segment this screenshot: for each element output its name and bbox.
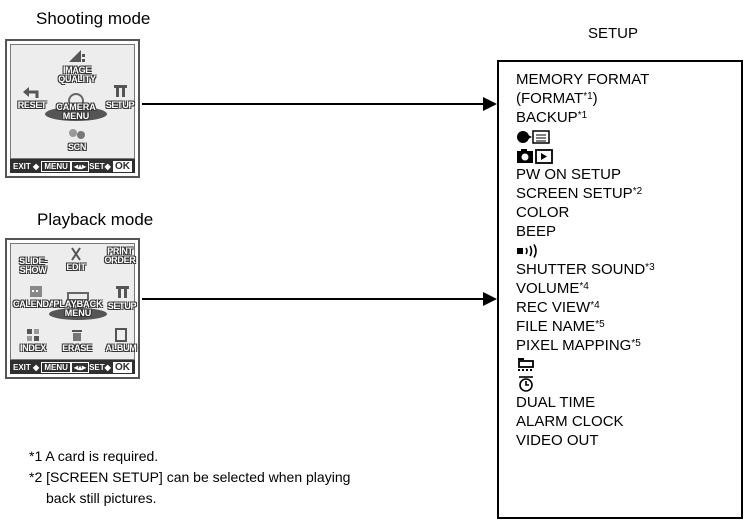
monitor-brightness-icon bbox=[518, 358, 534, 372]
setup-item-clock bbox=[516, 374, 741, 393]
dpad-icon: ◂▴▸ bbox=[70, 361, 90, 373]
playback-screen-icon bbox=[67, 292, 89, 300]
calendar-icon bbox=[30, 286, 42, 297]
scene-icon bbox=[69, 129, 85, 139]
footnote-1: *1 A card is required. bbox=[29, 448, 159, 464]
image-quality-icon bbox=[69, 50, 85, 62]
setup-item-memory-format: MEMORY FORMAT bbox=[516, 71, 650, 88]
slideshow-item[interactable]: SLIDE-SHOW bbox=[19, 256, 47, 275]
shooting-mode-button-bar: EXIT ◆ MENU ◂▴▸ SET◆ OK bbox=[10, 159, 135, 173]
setup-item-language bbox=[516, 127, 741, 146]
setup-item-video-out: VIDEO OUT bbox=[516, 432, 599, 449]
setup-item-rec-view: REC VIEW*4 bbox=[516, 299, 600, 316]
scn-item[interactable]: SCN bbox=[61, 127, 93, 152]
playback-arrow-head bbox=[483, 292, 497, 306]
setup-item-pw-on-setup: PW ON SETUP bbox=[516, 166, 622, 183]
setup-title: SETUP bbox=[588, 25, 639, 42]
setup-item-backup: BACKUP*1 bbox=[516, 109, 588, 126]
erase-item[interactable]: ERASE bbox=[59, 328, 95, 353]
reset-item[interactable]: RESET bbox=[13, 85, 51, 110]
setup-menu-list: MEMORY FORMAT (FORMAT*1) BACKUP*1 PW ON … bbox=[497, 60, 743, 519]
trash-icon bbox=[72, 330, 82, 341]
setup-item-shutter-sound: SHUTTER SOUND*3 bbox=[516, 261, 655, 278]
language-icon bbox=[517, 130, 550, 144]
playback-setup-item[interactable]: SETUP bbox=[105, 284, 139, 311]
playback-menu-highlight bbox=[49, 308, 107, 320]
shooting-arrow-head bbox=[483, 97, 497, 111]
setup-item-sound bbox=[516, 241, 741, 260]
footnote-2-continued: back still pictures. bbox=[46, 490, 157, 506]
setup-item-file-name: FILE NAME*5 bbox=[516, 318, 605, 335]
wrench-icon bbox=[116, 286, 129, 298]
dpad-icon: ◂▴▸ bbox=[70, 160, 90, 172]
scissors-icon bbox=[71, 247, 81, 261]
sound-icon bbox=[517, 244, 537, 258]
reset-icon bbox=[23, 87, 39, 98]
edit-item[interactable]: EDIT bbox=[59, 247, 93, 272]
footnote-2: *2 [SCREEN SETUP] can be selected when p… bbox=[29, 469, 351, 485]
setup-item-pixel-mapping: PIXEL MAPPING*5 bbox=[516, 337, 641, 354]
setup-item-volume: VOLUME*4 bbox=[516, 280, 589, 297]
setup-item-color: COLOR bbox=[516, 204, 570, 221]
playback-arrow-line bbox=[142, 298, 484, 300]
shooting-mode-caption: Shooting mode bbox=[36, 9, 151, 28]
wrench-icon bbox=[114, 85, 127, 97]
album-icon bbox=[115, 328, 127, 342]
shooting-arrow-line bbox=[142, 103, 484, 105]
setup-item-screen-setup: SCREEN SETUP*2 bbox=[516, 185, 643, 202]
camera-playback-icon bbox=[517, 149, 553, 164]
setup-item[interactable]: SETUP bbox=[103, 83, 137, 110]
setup-item-camera-playback bbox=[516, 146, 741, 165]
setup-item-monitor-brightness bbox=[516, 355, 741, 374]
setup-item-dual-time: DUAL TIME bbox=[516, 394, 596, 411]
setup-item-beep: BEEP bbox=[516, 223, 557, 240]
footnotes: *1 A card is required. *2 [SCREEN SETUP]… bbox=[29, 446, 350, 509]
index-item[interactable]: INDEX bbox=[15, 328, 51, 353]
calendar-item[interactable]: CALENDAR bbox=[13, 284, 61, 309]
camera-icon bbox=[68, 93, 84, 103]
camera-menu-highlight bbox=[45, 107, 107, 121]
playback-mode-caption: Playback mode bbox=[37, 210, 154, 229]
album-item[interactable]: ALBUM bbox=[103, 328, 139, 353]
setup-item-alarm-clock: ALARM CLOCK bbox=[516, 413, 624, 430]
playback-mode-button-bar: EXIT ◆ MENU ◂▴▸ SET◆ OK bbox=[10, 360, 135, 374]
setup-item-format: (FORMAT*1) bbox=[516, 90, 598, 107]
index-grid-icon bbox=[27, 329, 39, 341]
clock-icon bbox=[519, 376, 533, 392]
